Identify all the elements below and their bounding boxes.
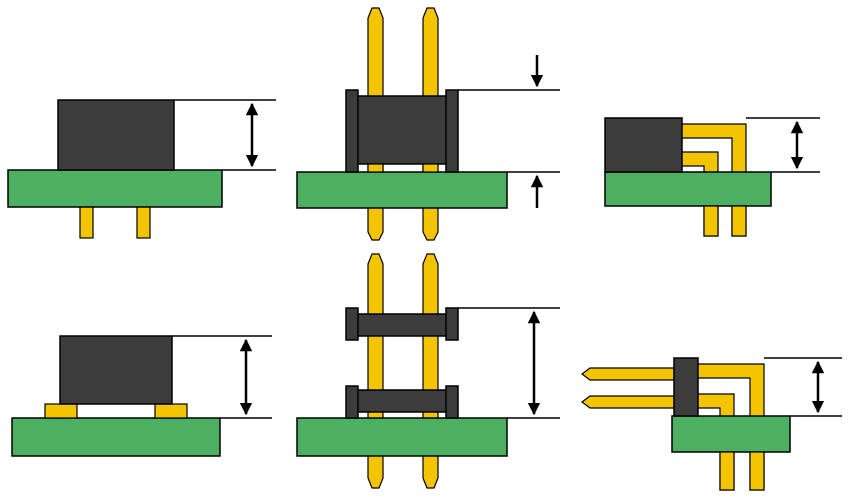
upper-spacer-flange-right [445,307,459,341]
connector-body [604,117,683,173]
view-pin-header-through-board [296,7,560,241]
connector-body [57,99,175,171]
view-smd-socket-raised [11,335,272,457]
pcb-board [7,169,223,208]
pin-right-visible [422,163,439,173]
connector-body [673,357,699,417]
pin-inner-horizontal [581,395,675,409]
pin-right [136,204,151,239]
lower-spacer-flange-left [345,385,359,419]
lower-spacer [354,389,450,413]
pin-outer-below [749,451,765,491]
body-flange-left [345,89,359,173]
lower-spacer-flange-right [445,385,459,419]
pcb-board [671,415,791,453]
body-flange-right [445,89,459,173]
standoff-left [44,403,78,419]
pin-outer-horizontal [581,367,675,381]
pin-inner-below [703,205,719,237]
view-right-angle-header-raised [581,357,842,491]
standoff-right [154,403,188,419]
pin-inner-below [719,451,735,491]
pcb-board [604,171,772,207]
view-stacked-spacer-header [296,253,560,489]
pcb-board [296,171,508,209]
connector-body [59,335,173,405]
upper-spacer [354,313,450,337]
view-right-angle-header [604,117,820,237]
pin-left-visible [367,163,384,173]
connector-body [355,95,449,165]
view-smd-socket [7,99,276,239]
pcb-board [11,417,221,457]
pin-outer-below [731,205,747,237]
pin-left [79,204,94,239]
upper-spacer-flange-left [345,307,359,341]
pcb-board [296,417,508,457]
